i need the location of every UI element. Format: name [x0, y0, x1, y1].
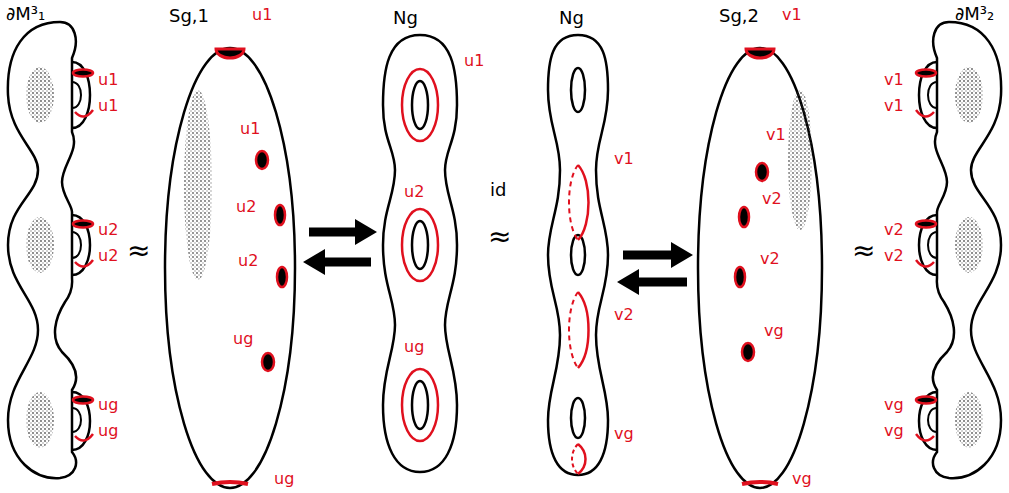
curve-label: u1 — [252, 6, 272, 24]
arrow-head — [355, 219, 377, 245]
surface-stroke — [698, 48, 822, 488]
surface-stroke — [735, 267, 745, 287]
relation-symbol: ≈ — [852, 236, 875, 267]
map-arrow — [303, 249, 371, 275]
curve-label: v1 — [884, 71, 904, 89]
surface-stroke — [578, 165, 589, 240]
curve-label: ug — [274, 470, 294, 488]
surface-stroke — [572, 444, 578, 474]
curve-label: vg — [884, 422, 904, 440]
curve-label: vg — [884, 396, 904, 414]
curve-label: u2 — [98, 247, 118, 265]
surface-stroke — [578, 292, 589, 368]
curve-label: v1 — [766, 126, 786, 144]
arrow-head — [671, 242, 693, 268]
surface-stroke — [746, 49, 774, 58]
curve-label: v1 — [614, 150, 634, 168]
surface-stroke — [788, 90, 812, 230]
surface-figure: ∂M³₁ — [2, 0, 98, 490]
curve-label: ug — [233, 330, 253, 348]
curve-label: ug — [98, 396, 118, 414]
relation-symbol: id — [490, 180, 506, 200]
map-arrow — [309, 219, 377, 245]
surface-stroke — [402, 69, 438, 141]
surface-stroke — [412, 221, 428, 269]
surface-stroke — [571, 398, 585, 438]
curve-label: vg — [614, 425, 634, 443]
curve-label: u2 — [236, 198, 256, 216]
surface-stroke — [742, 482, 778, 484]
arrow-shaft — [323, 258, 371, 267]
surface-stroke — [412, 81, 428, 129]
arrow-head — [617, 269, 639, 295]
surface-name: Sg,2 — [719, 6, 759, 26]
surface-stroke — [571, 235, 585, 275]
surface-figure: ∂M³₂ — [911, 0, 1007, 490]
curve-label: u2 — [238, 252, 258, 270]
arrow-shaft — [637, 278, 687, 287]
curve-label: u1 — [240, 120, 260, 138]
surface-stroke — [262, 353, 274, 371]
curve-label: ug — [404, 338, 424, 356]
surface-stroke — [165, 48, 295, 488]
surface-stroke — [402, 369, 438, 441]
boundary-surface — [8, 22, 93, 478]
curve-label: v1 — [884, 97, 904, 115]
arrow-head — [303, 249, 325, 275]
surface-name: Sg,1 — [169, 6, 209, 26]
curve-label: u1 — [98, 97, 118, 115]
curve-label: v2 — [760, 250, 780, 268]
curve-label: v2 — [884, 247, 904, 265]
surface-stroke — [212, 482, 248, 484]
surface-stroke — [569, 292, 578, 368]
relation-symbol: ≈ — [127, 236, 150, 267]
curve-label: u1 — [464, 52, 484, 70]
surface-stroke — [569, 165, 578, 240]
surface-figure: Ng — [545, 0, 613, 480]
surface-stroke — [742, 343, 754, 361]
curve-label: v2 — [614, 306, 634, 324]
surface-stroke — [383, 35, 457, 472]
surface-stroke — [756, 163, 768, 181]
curve-label: u2 — [404, 183, 424, 201]
surface-name: Ng — [393, 8, 418, 28]
curve-label: u2 — [98, 221, 118, 239]
surface-stroke — [402, 209, 438, 281]
curve-label: u1 — [98, 71, 118, 89]
curve-label: v1 — [782, 6, 802, 24]
arrow-shaft — [309, 228, 357, 237]
surface-stroke — [548, 35, 608, 475]
surface-figure: Ng — [381, 0, 459, 478]
curve-label: v2 — [762, 190, 782, 208]
surface-stroke — [412, 381, 428, 429]
curve-label: vg — [764, 322, 784, 340]
curve-label: ug — [98, 422, 118, 440]
surface-stroke — [275, 205, 285, 225]
surface-stroke — [739, 207, 749, 227]
relation-symbol: ≈ — [488, 222, 511, 253]
surface-stroke — [256, 151, 268, 169]
surface-figure: Sg,2 — [697, 0, 825, 492]
surface-stroke — [578, 444, 586, 474]
surface-name: Ng — [559, 8, 584, 28]
surface-figure: Sg,1 — [163, 0, 299, 492]
map-arrow — [623, 242, 693, 268]
map-arrow — [617, 269, 687, 295]
curve-label: vg — [792, 470, 812, 488]
surface-name: ∂M³₁ — [6, 4, 45, 24]
arrow-shaft — [623, 251, 673, 260]
curve-label: v2 — [884, 221, 904, 239]
surface-stroke — [216, 49, 244, 58]
surface-name: ∂M³₂ — [955, 4, 994, 24]
surface-stroke — [184, 90, 212, 280]
boundary-surface — [916, 22, 1001, 478]
surface-stroke — [277, 267, 287, 287]
surface-stroke — [571, 68, 585, 112]
